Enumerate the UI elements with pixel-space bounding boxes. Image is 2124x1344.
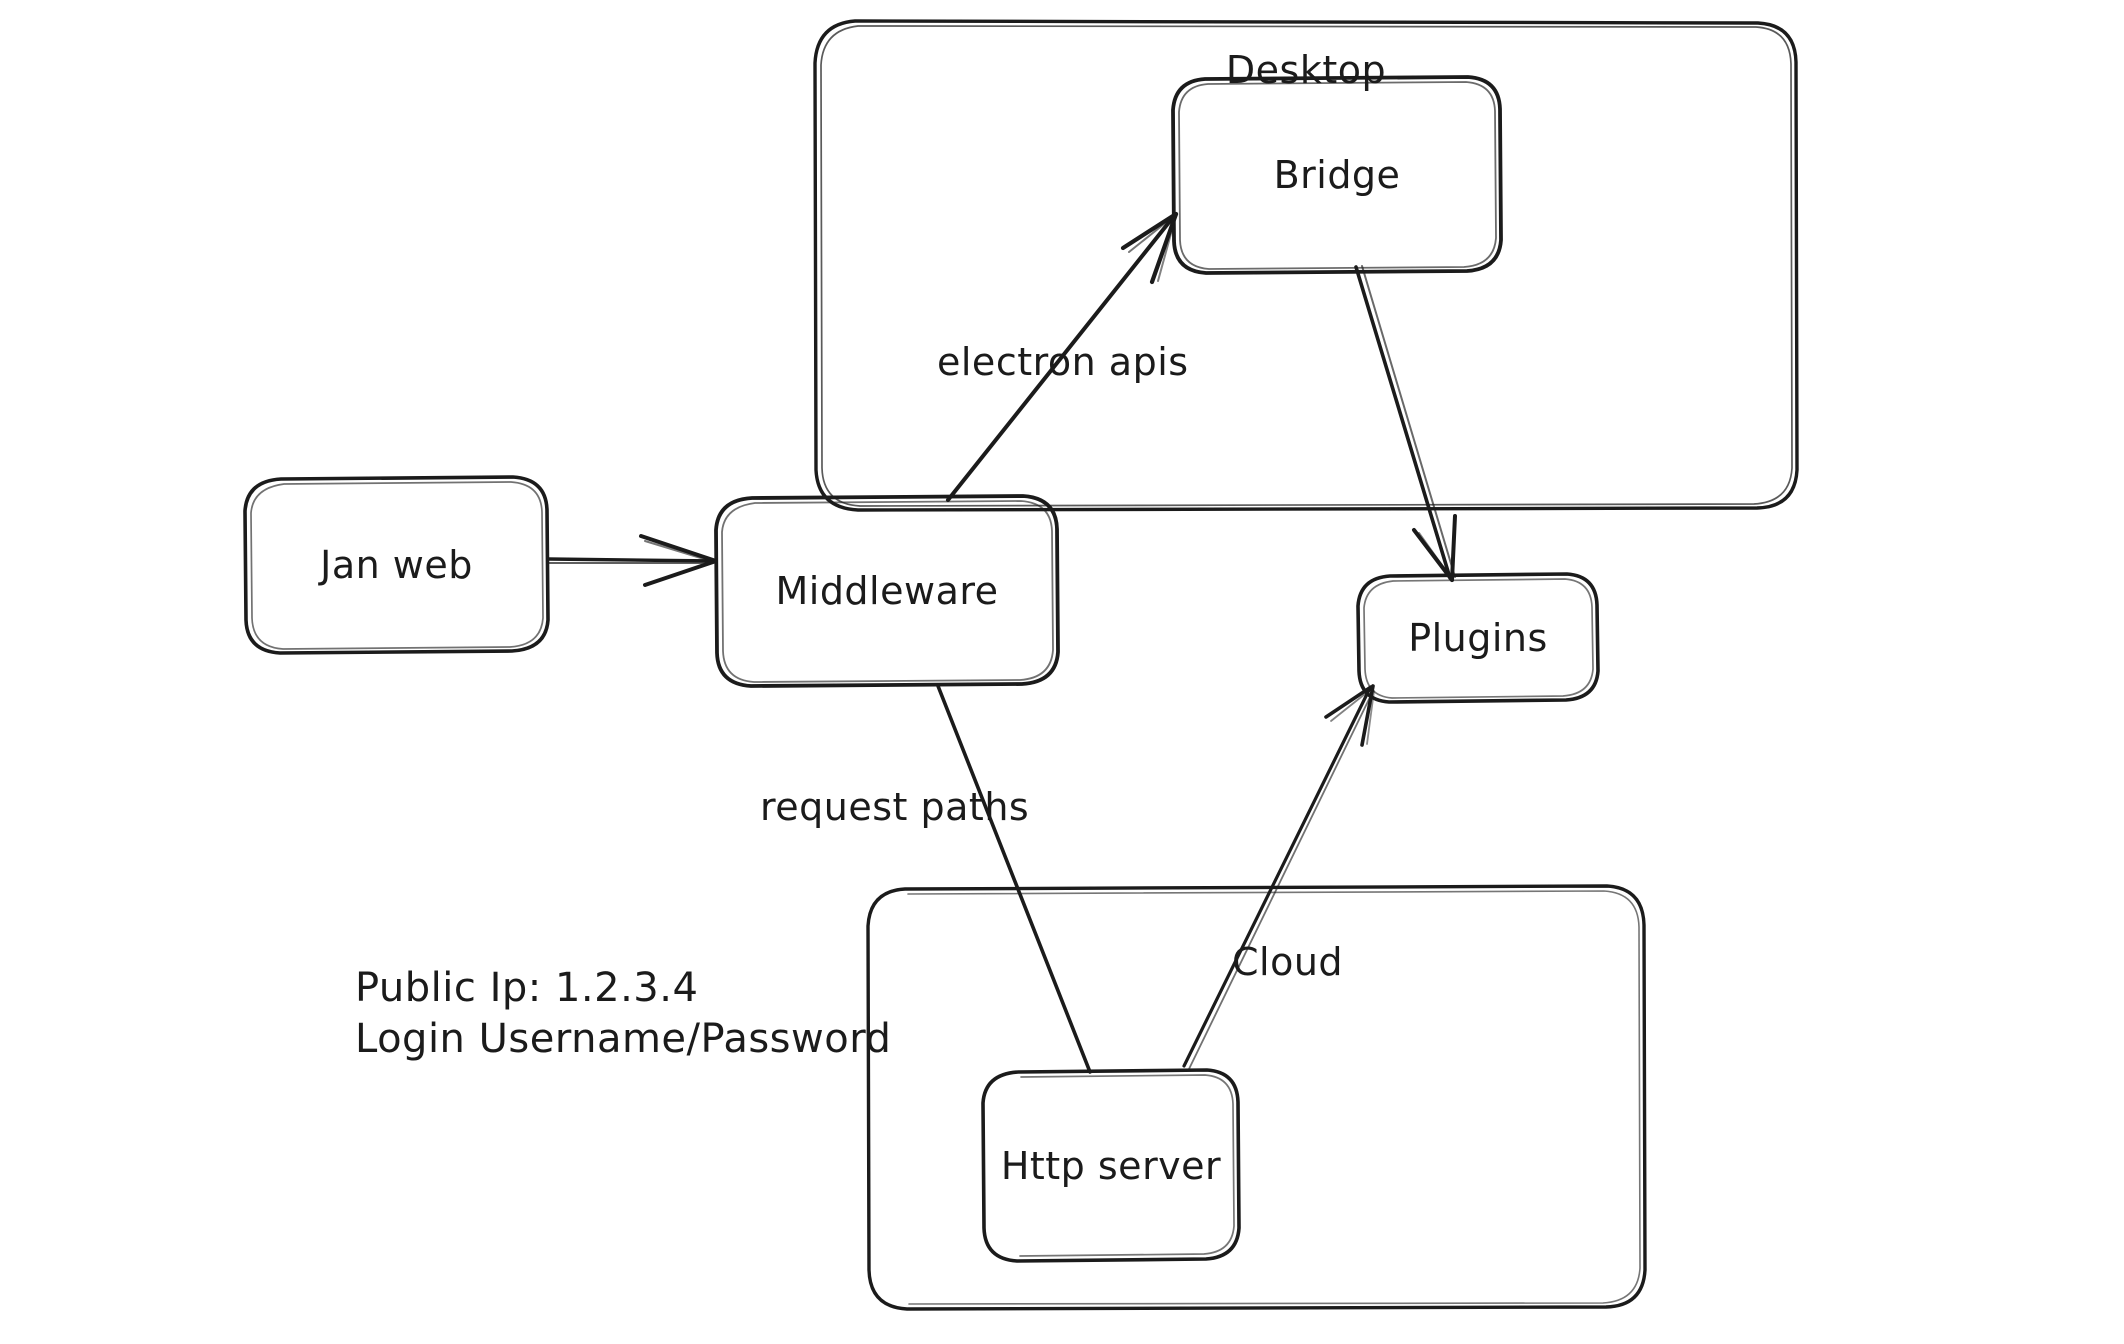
edge-label-request-paths: request paths	[760, 785, 1030, 829]
edge-http-server-to-plugins	[1182, 684, 1375, 1070]
node-middleware[interactable]: Middleware	[716, 496, 1058, 686]
edge-label-electron-apis: electron apis	[937, 340, 1189, 384]
node-http-server-label: Http server	[1000, 1143, 1222, 1188]
group-cloud-outline	[866, 884, 1647, 1311]
group-desktop-outline	[813, 19, 1799, 512]
edge-middleware-to-http-server	[936, 684, 1092, 1074]
node-plugins-label: Plugins	[1408, 616, 1548, 660]
note-public-ip: Public Ip: 1.2.3.4	[355, 965, 699, 1011]
node-http-server-outline	[981, 1068, 1241, 1263]
note-login-credentials: Login Username/Password	[355, 1016, 892, 1063]
node-middleware-outline	[714, 494, 1060, 688]
edge-label-cloud: Cloud	[1232, 940, 1344, 984]
edge-jan-web-to-middleware	[546, 534, 718, 587]
node-middleware-label: Middleware	[775, 569, 999, 613]
node-jan-web-label: Jan web	[320, 543, 473, 587]
node-plugins[interactable]: Plugins	[1358, 574, 1598, 702]
notes-block: Public Ip: 1.2.3.4 Login Username/Passwo…	[355, 963, 891, 1065]
node-bridge-label: Bridge	[1273, 153, 1401, 197]
node-bridge[interactable]: Bridge	[1173, 77, 1501, 273]
node-bridge-outline	[1171, 75, 1503, 275]
node-http-server[interactable]: Http server	[983, 1070, 1239, 1261]
edge-middleware-to-bridge	[946, 211, 1179, 502]
edge-bridge-to-plugins	[1354, 265, 1457, 582]
node-jan-web[interactable]: Jan web	[245, 477, 548, 653]
node-jan-web-outline	[243, 475, 550, 655]
node-plugins-outline	[1356, 572, 1600, 704]
